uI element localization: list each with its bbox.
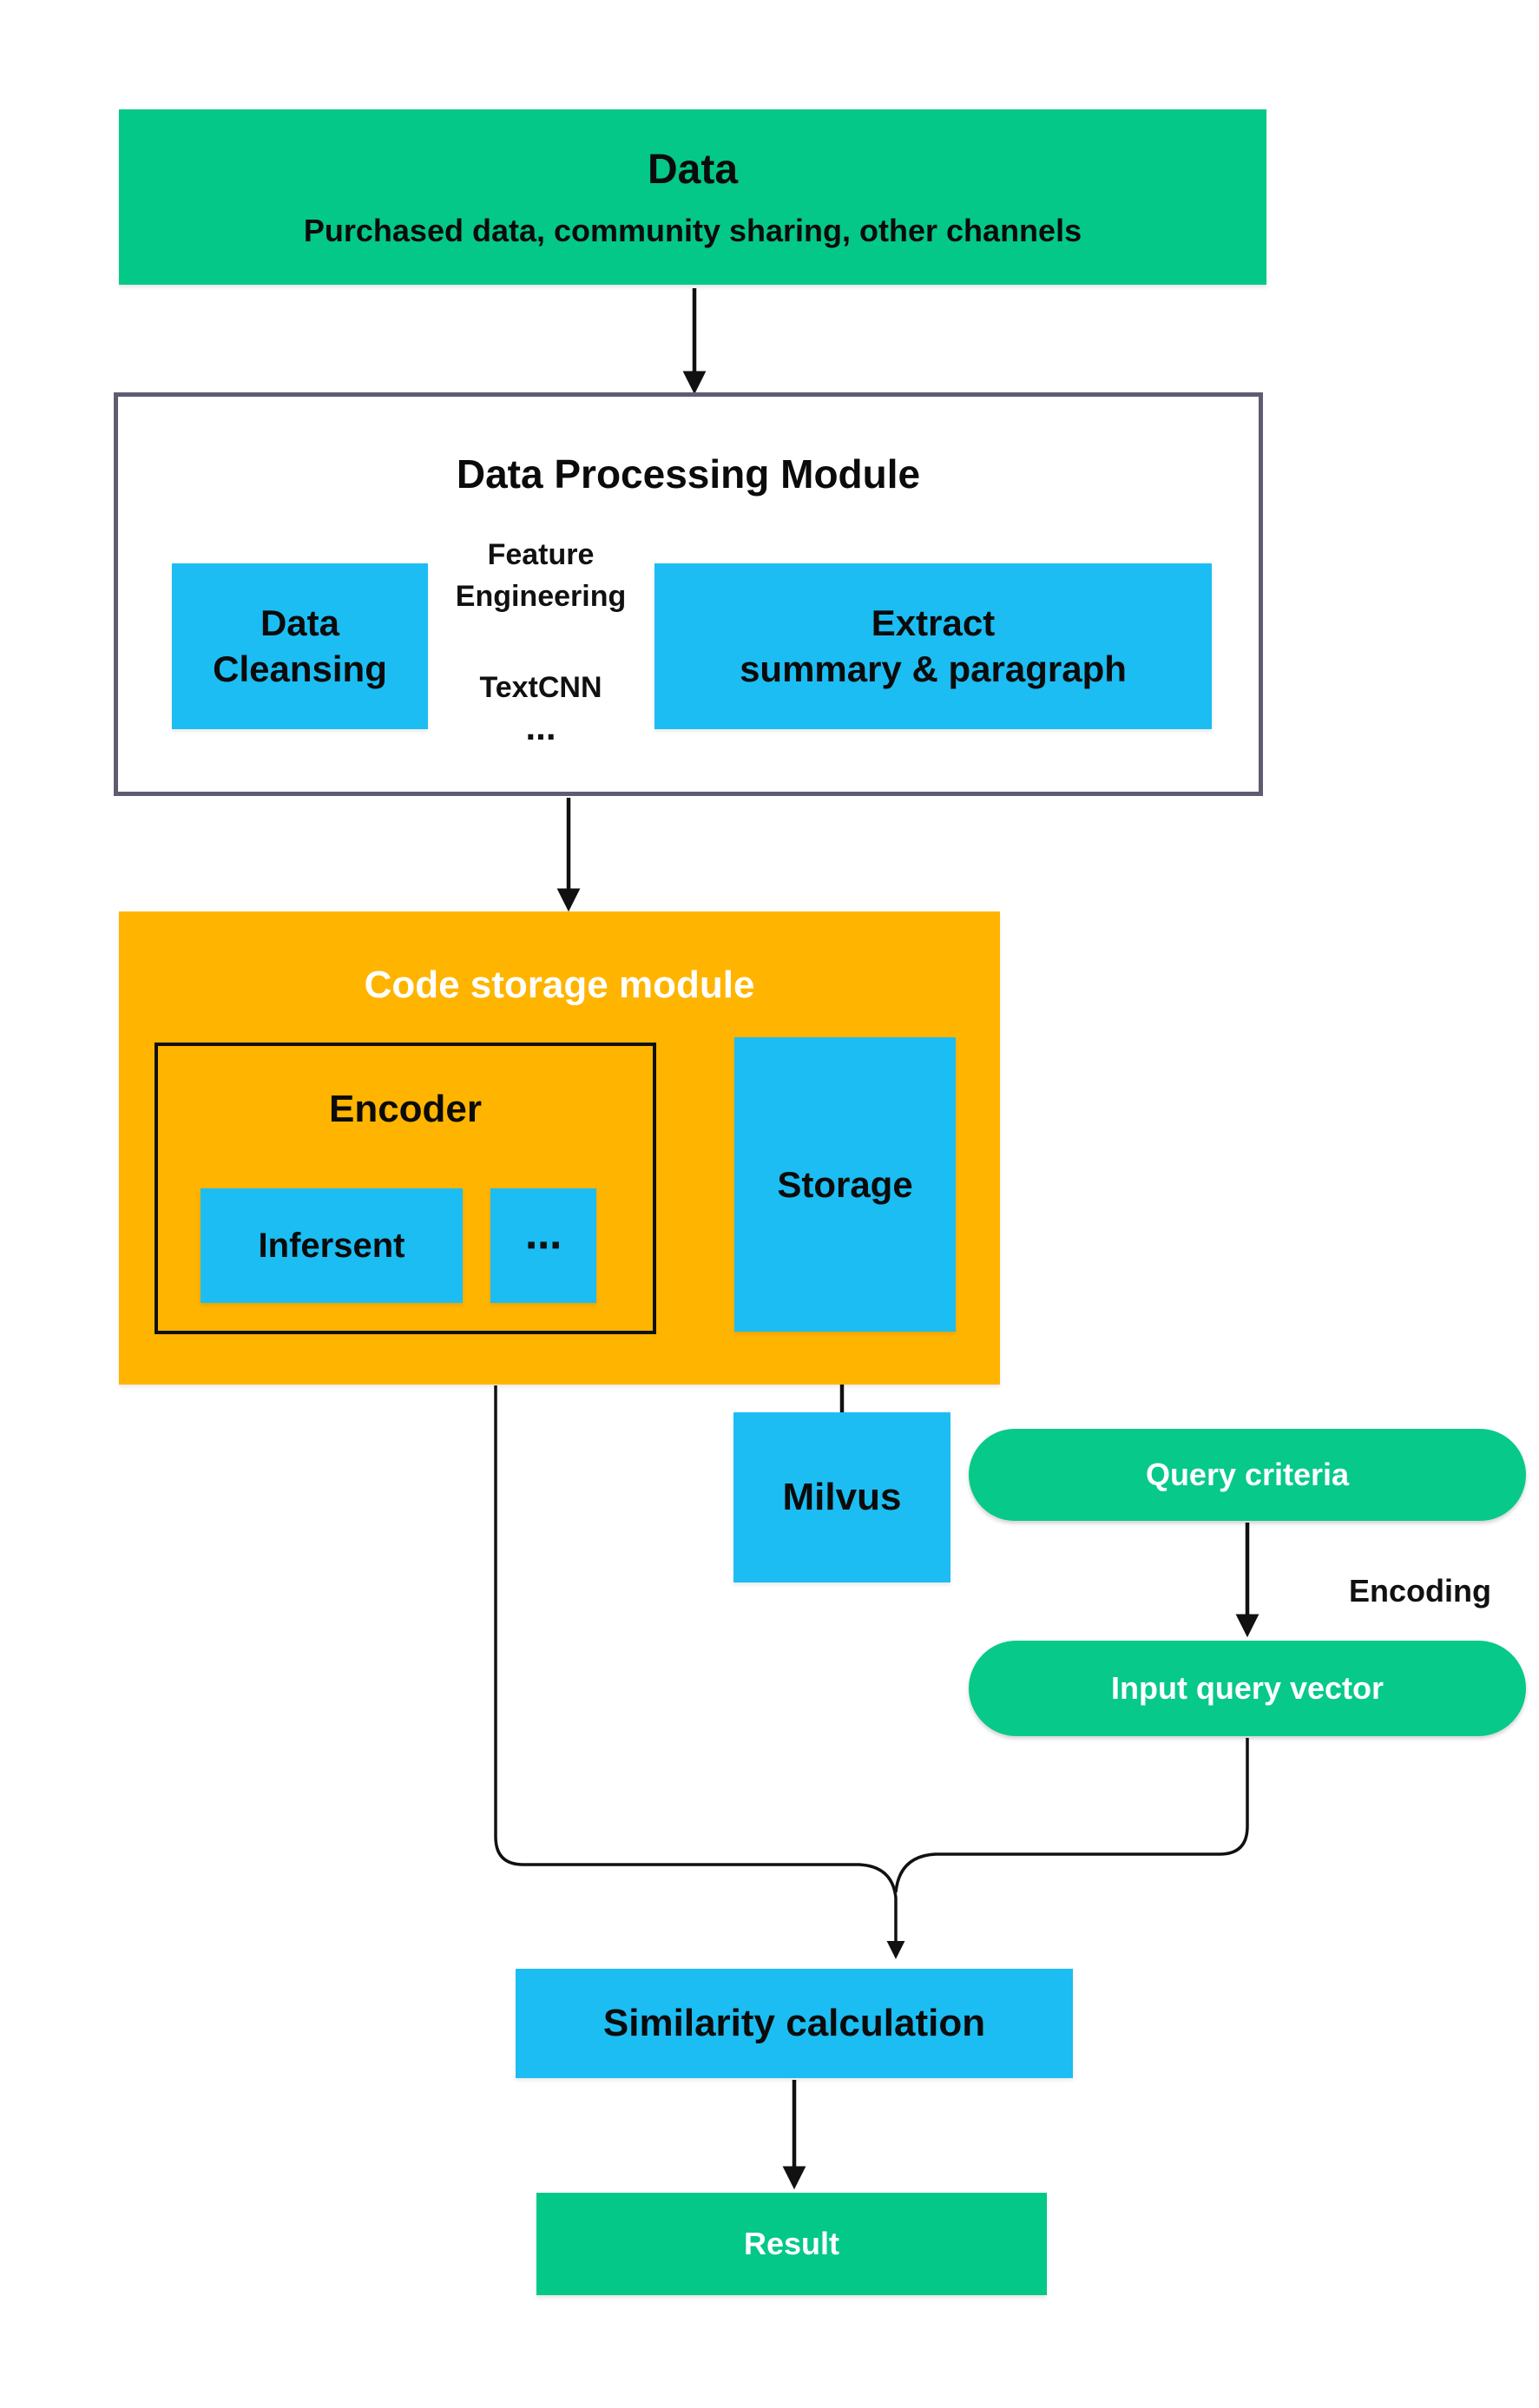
extract-line1: Extract <box>871 602 996 643</box>
extract-summary-box: Extract summary & paragraph <box>654 563 1212 729</box>
storage-box: Storage <box>734 1037 956 1332</box>
input-query-vector-pill: Input query vector <box>969 1641 1526 1736</box>
data-source-box: Data Purchased data, community sharing, … <box>119 109 1266 285</box>
encoder-dots-box: ⋯ <box>490 1188 596 1303</box>
data-source-subtitle: Purchased data, community sharing, other… <box>303 213 1082 249</box>
data-processing-module-title: Data Processing Module <box>456 451 921 497</box>
feature-label-line2: Engineering <box>455 580 627 613</box>
ellipsis-label: ... <box>525 707 556 747</box>
extract-line2: summary & paragraph <box>740 648 1127 689</box>
feature-engineering-label: Feature Engineering <box>411 534 671 617</box>
data-cleansing-line1: Data <box>260 602 340 643</box>
query-criteria-pill: Query criteria <box>969 1429 1526 1521</box>
data-cleansing-box: Data Cleansing <box>172 563 428 729</box>
textcnn-label: TextCNN <box>479 671 602 704</box>
encoder-title: Encoder <box>328 1088 483 1130</box>
feature-label-line1: Feature <box>487 538 595 571</box>
infersent-box: Infersent <box>201 1188 463 1303</box>
encoding-label: Encoding <box>1349 1573 1491 1609</box>
data-processing-module: Data Processing Module Data Cleansing Fe… <box>114 392 1263 796</box>
milvus-box: Milvus <box>733 1412 950 1582</box>
data-source-title: Data <box>647 146 739 193</box>
encoder-group-box: Encoder Infersent ⋯ <box>155 1043 656 1334</box>
merge-line-from-input-vector <box>894 1738 1249 1893</box>
code-storage-module: Code storage module Encoder Infersent ⋯ … <box>119 911 1000 1385</box>
code-storage-module-title: Code storage module <box>364 964 755 1006</box>
data-cleansing-line2: Cleansing <box>213 648 387 689</box>
similarity-calculation-box: Similarity calculation <box>516 1969 1073 2078</box>
result-box: Result <box>536 2193 1047 2295</box>
